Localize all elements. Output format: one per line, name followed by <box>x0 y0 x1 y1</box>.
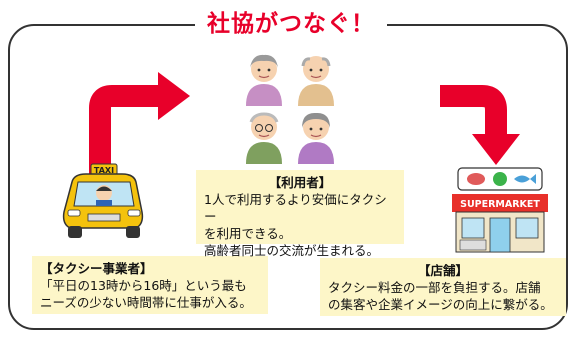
diagram-title: 社協がつなぐ！ <box>195 4 387 38</box>
user-heading: 【利用者】 <box>268 175 332 190</box>
elderly-man-icon <box>298 56 334 106</box>
taxi-operator-heading: 【タクシー事業者】 <box>40 261 153 276</box>
store-box: 【店舗】 タクシー料金の一部を負担する。店舗 の集客や企業イメージの向上に繋がる… <box>320 258 566 316</box>
elderly-woman-2-icon <box>298 112 334 164</box>
title-wrap: 社協がつなぐ！ <box>0 4 582 38</box>
taxi-operator-line-2: ニーズの少ない時間帯に仕事が入る。 <box>40 295 252 310</box>
taxi-icon: TAXI <box>62 163 144 238</box>
user-line-2: を利用できる。 <box>204 226 292 241</box>
taxi-sign-text: TAXI <box>94 166 114 175</box>
user-line-1: 1人で利用するより安価にタクシー <box>204 192 387 224</box>
store-line-2: の集客や企業イメージの向上に繋がる。 <box>328 297 553 312</box>
taxi-operator-line-1: 「平日の13時から16時」という最も <box>40 278 247 293</box>
supermarket-sign-text: SUPERMARKET <box>460 199 540 210</box>
store-heading: 【店舗】 <box>417 263 468 278</box>
taxi-operator-box: 【タクシー事業者】 「平日の13時から16時」という最も ニーズの少ない時間帯に… <box>32 256 268 314</box>
store-line-1: タクシー料金の一部を負担する。店舗 <box>328 280 541 295</box>
user-box: 【利用者】 1人で利用するより安価にタクシー を利用できる。 高齢者同士の交流が… <box>196 170 404 258</box>
elderly-man-glasses-icon <box>246 112 282 164</box>
user-line-3: 高齢者同士の交流が生まれる。 <box>204 243 380 258</box>
elderly-woman-icon <box>246 54 282 106</box>
supermarket-icon: SUPERMARKET <box>452 167 548 253</box>
